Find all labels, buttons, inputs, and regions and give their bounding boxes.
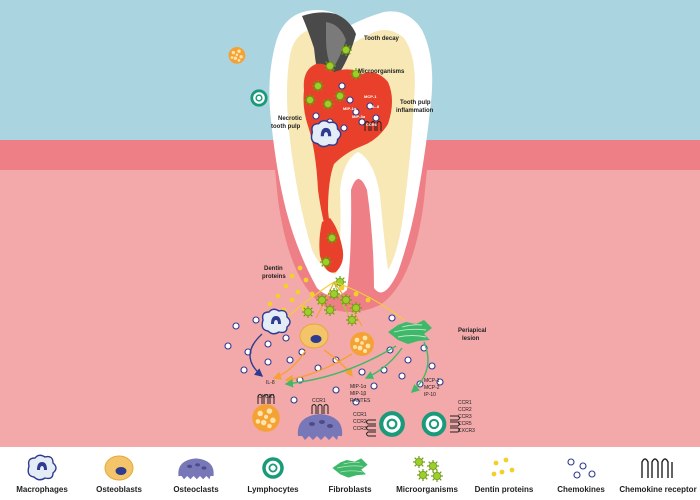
pulp-lymphocyte <box>250 89 268 107</box>
tooth-decay-shadow <box>326 22 346 70</box>
chemokine-icon <box>567 457 596 479</box>
lesion-label-il8: IL-8 <box>266 380 275 386</box>
pulp-label-mcp1: MCP-1 <box>364 94 377 99</box>
lesion-label-cxcr1: CXCR1 <box>258 394 275 400</box>
label-tooth-decay: Tooth decay <box>364 36 400 42</box>
lesion-label-rec-ccr5: CCR5 <box>458 421 472 427</box>
osteoclast-icon <box>178 457 214 479</box>
label-microorganisms: Microorganisms <box>358 69 405 75</box>
microorganism-icon <box>412 454 444 482</box>
periapical-osteoblast <box>299 323 329 349</box>
legend-label: Chemokine receptor <box>619 484 697 494</box>
legend-label: Microorganisms <box>396 484 458 494</box>
lesion-label-ccr1: CCR1 <box>312 398 326 404</box>
label-inflammation-2: inflammation <box>396 108 434 114</box>
label-necrotic-2: tooth pulp <box>271 124 301 130</box>
legend-item-lymphocytes: Lymphocytes <box>237 454 309 494</box>
lesion-lymphocyte-small <box>381 413 403 435</box>
osteoblast-icon <box>104 455 134 480</box>
pulp-label-mip1a: MIP-1α <box>343 106 357 111</box>
lesion-label-mip1a: MIP-1α <box>350 384 366 390</box>
arrow-fibroblast-lymphocyte <box>410 341 429 393</box>
lesion-lymphocyte-large <box>424 414 445 435</box>
arrow-osteoblast-il8 <box>272 349 307 380</box>
lesion-label-rec-ccr1: CCR1 <box>458 400 472 406</box>
arrow-orange-il8 <box>284 353 353 384</box>
legend-label: Chemokines <box>557 484 605 494</box>
label-dentin-1: Dentin <box>264 266 283 272</box>
label-periapical-2: lesion <box>462 336 480 342</box>
lesion-label-rantes: RANTES <box>350 398 371 404</box>
lesion-label-rec-ccr2: CCR2 <box>458 407 472 413</box>
legend-item-macrophages: Macrophages <box>6 454 78 494</box>
legend: Macrophages Osteoblasts Osteoclasts Lymp… <box>0 447 700 500</box>
dentin-protein-icon <box>491 457 515 476</box>
legend-item-fibroblasts: Fibroblasts <box>314 454 386 494</box>
lesion-osteoblast <box>252 404 280 432</box>
label-periapical-1: Periapical <box>458 328 487 334</box>
arrow-fibroblast-il8 <box>284 345 397 388</box>
legend-item-dentin-proteins: Dentin proteins <box>468 454 540 494</box>
pulp-label-mip3a: MIP-3α <box>352 114 366 119</box>
label-dentin-2: proteins <box>262 274 286 280</box>
lesion-label-mcp1: MCP-1 <box>424 378 440 384</box>
pulp-macrophage <box>310 120 342 148</box>
legend-label: Lymphocytes <box>247 484 299 494</box>
tooth-diagram: MCP-1 MIP-1α IL-8 MIP-3α CCR6 <box>0 0 700 447</box>
pulp-label-il8: IL-8 <box>372 104 380 109</box>
legend-label: Fibroblasts <box>328 484 372 494</box>
lesion-label-mcp2: MCP-2 <box>424 385 440 391</box>
chemokine-receptor-icon <box>641 457 673 478</box>
lesion-label-lym-ccr2: CCR2 <box>353 419 367 425</box>
label-inflammation-1: Tooth pulp <box>400 100 431 106</box>
legend-item-chemokines: Chemokines <box>545 454 617 494</box>
arrow-fibroblast-mip <box>364 347 403 379</box>
lesion-label-lym-ccr3: CCR3 <box>353 426 367 432</box>
legend-label: Macrophages <box>16 484 68 494</box>
periapical-osteoblast-orange <box>350 332 374 356</box>
macrophage-icon <box>27 454 57 480</box>
legend-label: Osteoclasts <box>173 484 219 494</box>
lesion-label-rec-cxcr3: CXCR3 <box>458 428 475 434</box>
legend-label: Dentin proteins <box>474 484 534 494</box>
legend-item-chemokine-receptor: Chemokine receptor <box>619 454 697 494</box>
legend-item-osteoblasts: Osteoblasts <box>83 454 155 494</box>
lesion-label-ip10: IP-10 <box>424 392 436 398</box>
label-necrotic-1: Necrotic <box>278 116 303 122</box>
periapical-macrophage <box>261 308 291 335</box>
legend-label: Osteoblasts <box>96 484 142 494</box>
arrow-macrophage-il8 <box>249 333 264 377</box>
legend-item-microorganisms: Microorganisms <box>391 454 463 494</box>
lymphocyte-icon <box>262 456 284 479</box>
lesion-label-lym-ccr1: CCR1 <box>353 412 367 418</box>
lesion-label-mip1b: MIP-1β <box>350 391 366 397</box>
pulp-osteoblast <box>228 47 246 64</box>
fibroblast-icon <box>332 457 368 478</box>
pulp-label-ccr6: CCR6 <box>366 122 378 127</box>
lesion-label-rec-ccr3: CCR3 <box>458 414 472 420</box>
pulp-root-channel <box>328 241 336 269</box>
arrow-osteoblast-mip <box>323 349 353 378</box>
legend-item-osteoclasts: Osteoclasts <box>160 454 232 494</box>
